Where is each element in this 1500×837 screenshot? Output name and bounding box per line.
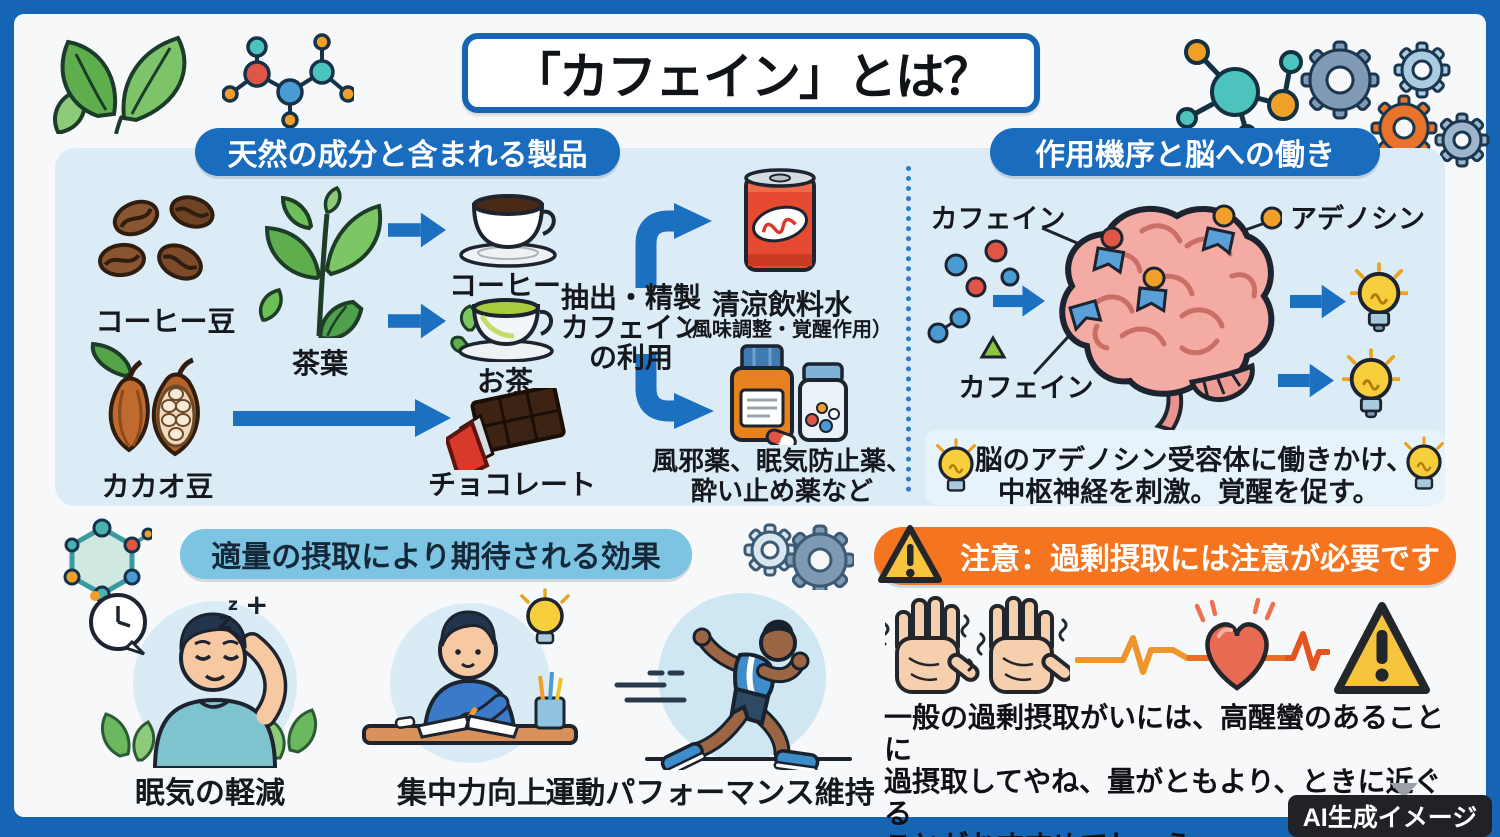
arrow-right-icon xyxy=(1290,284,1346,319)
soft-drink-label: 清涼飲料水 xyxy=(711,289,852,320)
natural-section-header-label: 天然の成分と含まれる製品 xyxy=(227,139,588,172)
arrow-right-icon xyxy=(388,303,446,339)
studying-person-illustration xyxy=(362,588,578,763)
watermark-pointer xyxy=(1390,783,1418,798)
caffeine-molecules-icon xyxy=(927,239,1020,359)
summary-line-1: 脳のアデノシン受容体に働きかけ、 xyxy=(975,444,1414,475)
warning-body: 一般の過剰摂取がいには、高醒蠻のあることに 過摂取してやね、量がともより、ときに… xyxy=(884,702,1462,837)
effect-label-concentration: 集中力向上 xyxy=(397,777,547,810)
adenosine-label: アデノシン xyxy=(1290,204,1425,234)
medicine-icon xyxy=(730,344,848,445)
tea-plant-icon xyxy=(258,186,383,338)
arrow-right-icon xyxy=(388,212,446,248)
molecule-decoration-icon-right xyxy=(1176,39,1303,142)
molecule-decoration-icon-left xyxy=(222,33,354,128)
extraction-line2: カフェイン xyxy=(560,312,701,343)
arrow-right-icon xyxy=(1278,363,1334,398)
gears-icon xyxy=(743,523,854,590)
medicine-line2: 酔い止め薬など xyxy=(690,476,873,506)
ai-watermark: AI生成イメージ xyxy=(1288,795,1492,837)
chocolate-label: チョコレート xyxy=(428,469,597,500)
warning-body-line1: 一般の過剰摂取がいには、高醒蠻のあることに xyxy=(884,702,1445,765)
title-box: 「カフェイン」とは？ xyxy=(462,33,1040,113)
warning-body-line3: ことがおすすめでしょう。 xyxy=(884,830,1462,837)
mechanism-section-header: 作用機序と脳への働き xyxy=(990,128,1380,176)
summary-line-2: 中枢神経を刺激。覚醒を促す。 xyxy=(997,476,1381,507)
brain-icon xyxy=(1032,204,1282,431)
warning-triangle-icon xyxy=(878,525,942,583)
soft-drink-note: （風味調整・覚醒作用） xyxy=(672,319,892,341)
cacao-icon xyxy=(90,342,200,457)
lightbulb-icon xyxy=(1404,436,1444,490)
warning-triangle-large-icon xyxy=(1334,602,1430,694)
elbow-arrow-down-icon xyxy=(635,354,714,429)
elbow-arrow-up-icon xyxy=(635,203,712,288)
effect-label-sleepiness: 眠気の軽減 xyxy=(135,777,285,810)
leaves-decoration-icon xyxy=(52,35,187,134)
ai-watermark-label: AI生成イメージ xyxy=(1302,804,1478,832)
section-divider xyxy=(906,166,911,492)
sleepy-person-illustration xyxy=(89,591,317,768)
mechanism-summary-box xyxy=(925,430,1445,505)
medicine-label: 風邪薬、眠気防止薬、 酔い止め薬など xyxy=(648,446,916,506)
chocolate-icon xyxy=(446,388,566,470)
sleep-mark-z1: z xyxy=(228,595,238,615)
runner-illustration xyxy=(614,593,852,770)
sleep-mark-z2: z xyxy=(218,607,232,635)
tea-cup-icon xyxy=(450,298,554,362)
medicine-line1: 風邪薬、眠気防止薬、 xyxy=(651,446,912,476)
cola-can-icon xyxy=(744,168,816,272)
warning-body-line2: 過摂取してやね、量がともより、ときに近ぐる xyxy=(884,766,1442,829)
coffee-cup-icon xyxy=(459,194,557,268)
lightbulb-icon xyxy=(1350,262,1408,333)
arrow-right-icon xyxy=(233,399,451,437)
natural-section-header: 天然の成分と含まれる製品 xyxy=(195,128,620,176)
tea-leaves-label: 茶葉 xyxy=(291,348,348,379)
cacao-label: カカオ豆 xyxy=(101,471,214,502)
arrow-right-icon xyxy=(993,285,1045,317)
sleep-mark-plus: + xyxy=(245,588,269,621)
extraction-label: 抽出・精製 カフェイン の利用 xyxy=(552,283,710,373)
effects-section-header-label: 適量の摂取により期待される効果 xyxy=(211,541,661,574)
coffee-beans-label: コーヒー豆 xyxy=(95,306,236,337)
extraction-line3: の利用 xyxy=(588,342,673,373)
warning-banner: 注意：過剰摂取には注意が必要です xyxy=(874,527,1456,585)
lightbulb-icon xyxy=(936,438,976,492)
coffee-beans-icon xyxy=(98,195,215,281)
mechanism-section-header-label: 作用機序と脳への働き xyxy=(1035,139,1335,172)
effects-section-header: 適量の摂取により期待される効果 xyxy=(180,529,692,579)
extraction-line1: 抽出・精製 xyxy=(560,282,701,313)
warning-header-label: 注意：過剰摂取には注意が必要です xyxy=(960,543,1440,576)
heartbeat-icon xyxy=(1075,598,1330,691)
shaking-hands-icon xyxy=(885,596,1070,694)
caffeine-label-bottom: カフェイン xyxy=(958,373,1094,403)
coffee-label: コーヒー xyxy=(448,270,561,301)
lightbulb-icon xyxy=(1342,348,1400,419)
page-title: 「カフェイン」とは？ xyxy=(511,49,993,105)
effect-label-performance: 運動パフォーマンス維持 xyxy=(545,777,875,810)
